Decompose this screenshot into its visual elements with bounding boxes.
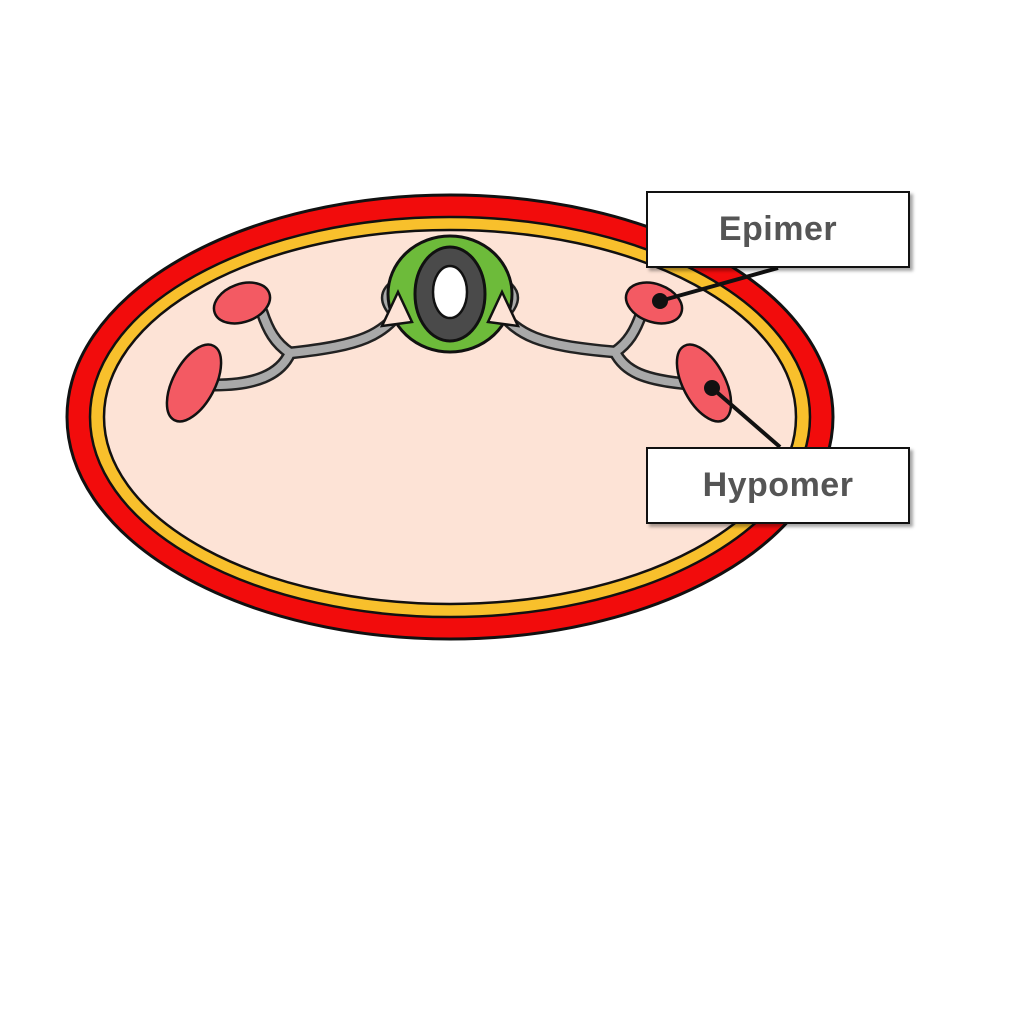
septum-junction-right [486,289,521,328]
body-cavity [102,228,798,606]
hypomer-label: Hypomer [702,466,854,504]
epimer-pointer [652,266,779,309]
hypomer-pointer [704,380,782,449]
hypaxial-muscle-left [165,343,223,423]
septum-junction-left [379,289,414,328]
epaxial-muscle-left [212,281,272,325]
spinal-lumen [431,264,469,320]
hypaxial-muscle-right [675,343,733,423]
epimer-label: Epimer [718,210,838,248]
hypomer-label-box: Hypomer [646,447,910,524]
epimer-label-box: Epimer [646,191,910,268]
